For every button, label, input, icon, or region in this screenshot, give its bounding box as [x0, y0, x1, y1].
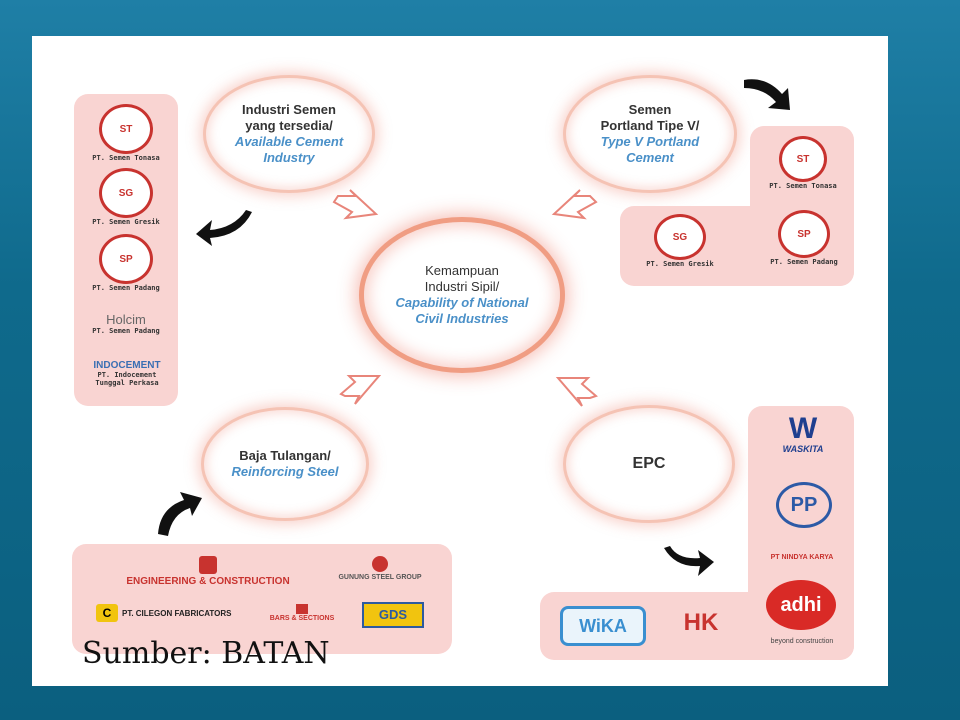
semen-padang-seal: SP — [778, 210, 830, 258]
semen-padang-seal: SP — [99, 234, 153, 284]
arrow-in-bottom-left — [339, 375, 382, 405]
logo-cilegon-fabricators: C PT. CILEGON FABRICATORS — [96, 604, 232, 622]
logo-gds: GDS — [362, 602, 424, 628]
semen-tonasa-seal: ST — [779, 136, 827, 182]
circle-epc: EPC — [566, 408, 732, 520]
cilegon-c-icon: C — [96, 604, 118, 622]
circle-cement-industry: Industri Semen yang tersedia/ Available … — [206, 78, 372, 190]
logo-semen-padang-left: SP PT. Semen Padang — [84, 234, 168, 292]
steel-panel — [72, 544, 452, 654]
arrow-in-bottom-right — [555, 377, 598, 407]
logo-nindya-karya: PT NINDYA KARYA — [770, 554, 834, 561]
logo-semen-tonasa-left: ST PT. Semen Tonasa — [84, 104, 168, 162]
ks-emblem-icon — [199, 556, 217, 574]
arrow-out-bottom-right — [664, 546, 714, 576]
circle-reinforcing-steel: Baja Tulangan/ Reinforcing Steel — [204, 410, 366, 518]
logo-semen-gresik-right: SG PT. Semen Gresik — [632, 214, 728, 268]
logo-indocement: INDOCEMENT PT. Indocement Tunggal Perkas… — [93, 360, 161, 387]
logo-gunung-steel: GUNUNG STEEL GROUP — [320, 556, 440, 581]
bars-emblem-icon — [296, 604, 308, 614]
adhi-tagline: beyond construction — [770, 638, 834, 645]
waskita-w-icon: W — [788, 412, 818, 445]
semen-gresik-seal: SG — [654, 214, 706, 260]
logo-waskita: W WASKITA — [758, 412, 848, 455]
logo-semen-tonasa-right: ST PT. Semen Tonasa — [758, 136, 848, 190]
logo-ks-engineering: ENGINEERING & CONSTRUCTION — [98, 556, 318, 587]
holcim-wordmark: Holcim — [106, 312, 146, 327]
semen-tonasa-seal: ST — [99, 104, 153, 154]
indocement-wordmark: INDOCEMENT — [93, 360, 161, 371]
logo-bars-sections: BARS & SECTIONS — [262, 604, 342, 622]
semen-gresik-seal: SG — [99, 168, 153, 218]
logo-semen-gresik-left: SG PT. Semen Gresik — [84, 168, 168, 226]
arrow-out-bottom-left — [158, 492, 202, 536]
arrow-out-left — [196, 210, 252, 246]
arrow-in-top-left — [332, 189, 379, 220]
circle-type-v-cement: Semen Portland Tipe V/ Type V Portland C… — [566, 78, 734, 190]
arrow-out-top-right — [744, 79, 790, 110]
circle-civil-capability: Kemampuan Industri Sipil/ Capability of … — [364, 222, 560, 368]
source-caption: Sumber: BATAN — [82, 636, 330, 671]
logo-wika: WiKA — [560, 606, 646, 646]
logo-pp: PP — [776, 482, 832, 528]
logo-semen-padang-right: SP PT. Semen Padang — [756, 210, 852, 266]
logo-adhi: adhi — [766, 580, 836, 630]
logo-holcim: Holcim PT. Semen Padang — [92, 312, 160, 335]
logo-hutama-karya: HK — [683, 609, 719, 636]
gunung-emblem-icon — [372, 556, 388, 572]
arrow-in-top-right — [551, 189, 598, 220]
